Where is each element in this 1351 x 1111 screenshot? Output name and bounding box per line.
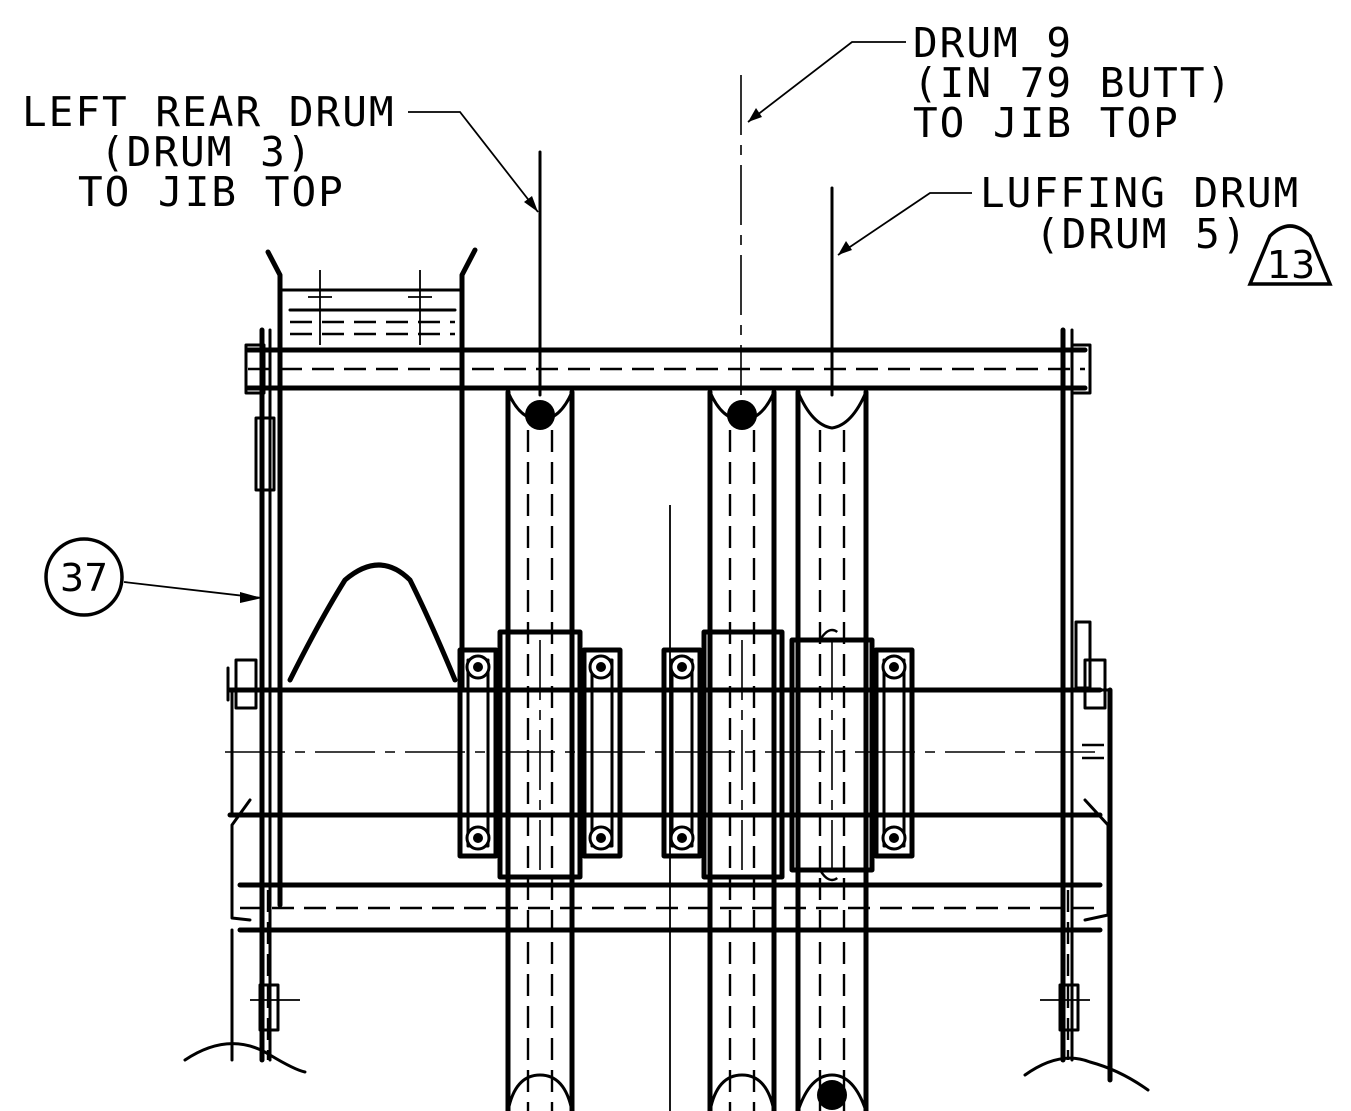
item-37-number: 37	[60, 556, 108, 600]
label-drum-9: DRUM 9 (IN 79 BUTT) TO JIB TOP	[913, 19, 1233, 147]
bearing-block-1	[457, 647, 499, 859]
label-drum-9-line3: TO JIB TOP	[913, 99, 1180, 147]
label-left-rear-drum-line1: LEFT REAR DRUM	[22, 88, 396, 136]
revision-13-triangle: 13	[1247, 224, 1333, 287]
left-side-plate	[254, 327, 276, 1063]
label-left-rear-drum-line3: TO JIB TOP	[78, 168, 345, 216]
item-37-callout: 37	[44, 537, 124, 617]
label-left-rear-drum-line2: (DRUM 3)	[100, 128, 313, 176]
leader-item-37	[123, 581, 263, 603]
rope-lines	[538, 75, 834, 1111]
bearing-block-3	[661, 647, 703, 859]
cam-profile	[287, 562, 458, 683]
sheave-drum-9	[701, 389, 785, 1111]
label-left-rear-drum: LEFT REAR DRUM (DRUM 3) TO JIB TOP	[22, 88, 396, 216]
right-leg	[1023, 890, 1150, 1092]
bearing-block-2	[581, 647, 623, 859]
top-cross-shaft	[244, 343, 1092, 395]
label-luffing-drum: LUFFING DRUM (DRUM 5)	[980, 169, 1300, 258]
label-luffing-drum-line1: LUFFING DRUM	[980, 169, 1300, 217]
sheave-drum-3	[497, 389, 583, 1111]
item-37-circle	[44, 537, 124, 617]
left-leg	[183, 890, 307, 1074]
label-luffing-drum-line2: (DRUM 5)	[1035, 210, 1248, 258]
label-drum-9-line2: (IN 79 BUTT)	[913, 59, 1233, 107]
lower-cross-shaft	[230, 798, 1110, 933]
leader-drum-9	[747, 41, 906, 123]
sheave-drum-5	[789, 389, 875, 1111]
leader-left-rear-drum	[408, 111, 539, 213]
revision-13-number: 13	[1267, 243, 1315, 287]
bearing-block-4	[873, 647, 915, 859]
top-handle	[265, 247, 478, 908]
label-drum-9-line1: DRUM 9	[913, 19, 1073, 67]
revision-triangle-icon	[1247, 224, 1333, 286]
leader-luffing-drum	[837, 192, 972, 256]
